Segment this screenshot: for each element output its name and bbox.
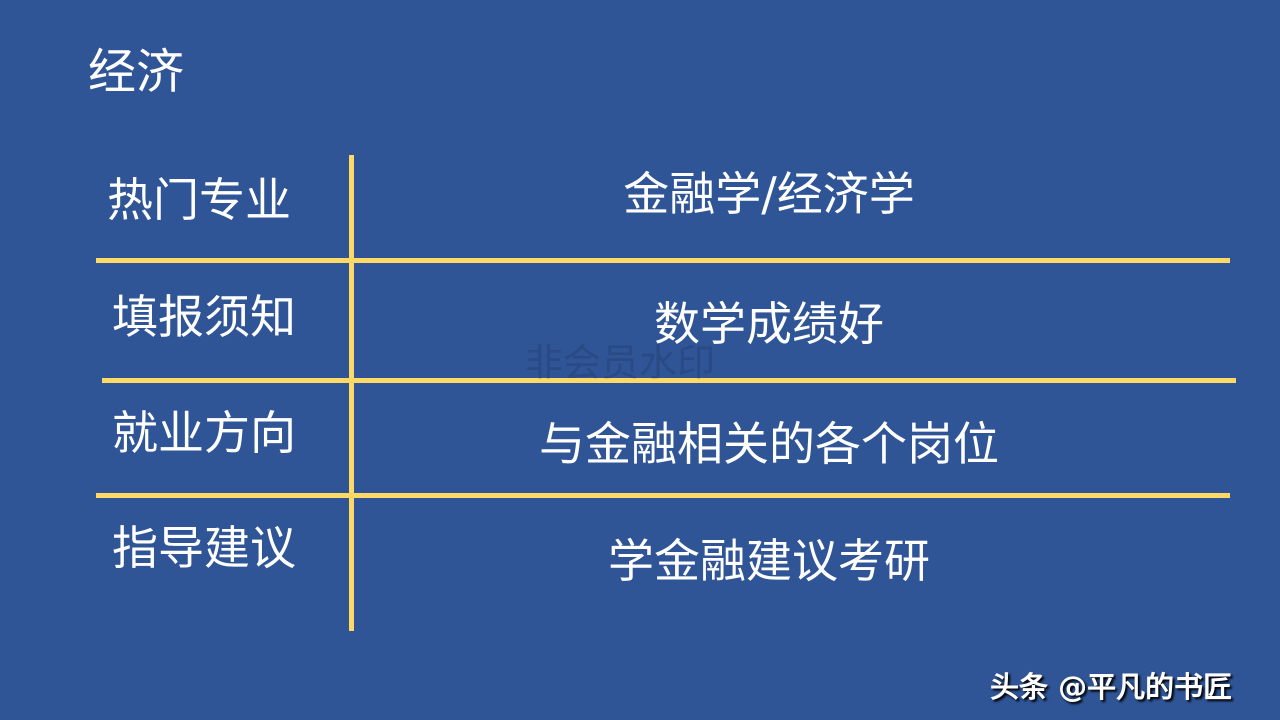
source-credit: 头条 @平凡的书匠 (990, 670, 1233, 704)
watermark: 非会员水印 (525, 341, 716, 385)
row-label-career-direction: 就业方向 (112, 406, 296, 460)
row-label-application-notes: 填报须知 (112, 290, 296, 344)
row-value-guidance: 学金融建议考研 (608, 534, 930, 588)
table-row-divider (96, 493, 1230, 498)
row-value-application-notes: 数学成绩好 (654, 297, 884, 351)
row-value-career-direction: 与金融相关的各个岗位 (539, 417, 999, 471)
slide-title: 经济 (88, 44, 185, 100)
table-vertical-divider (349, 155, 354, 631)
row-label-guidance: 指导建议 (112, 521, 296, 575)
row-label-hot-majors: 热门专业 (107, 173, 291, 227)
table-row-divider (96, 258, 1230, 263)
row-value-hot-majors: 金融学/经济学 (623, 167, 915, 221)
table-row-divider (102, 378, 1236, 383)
